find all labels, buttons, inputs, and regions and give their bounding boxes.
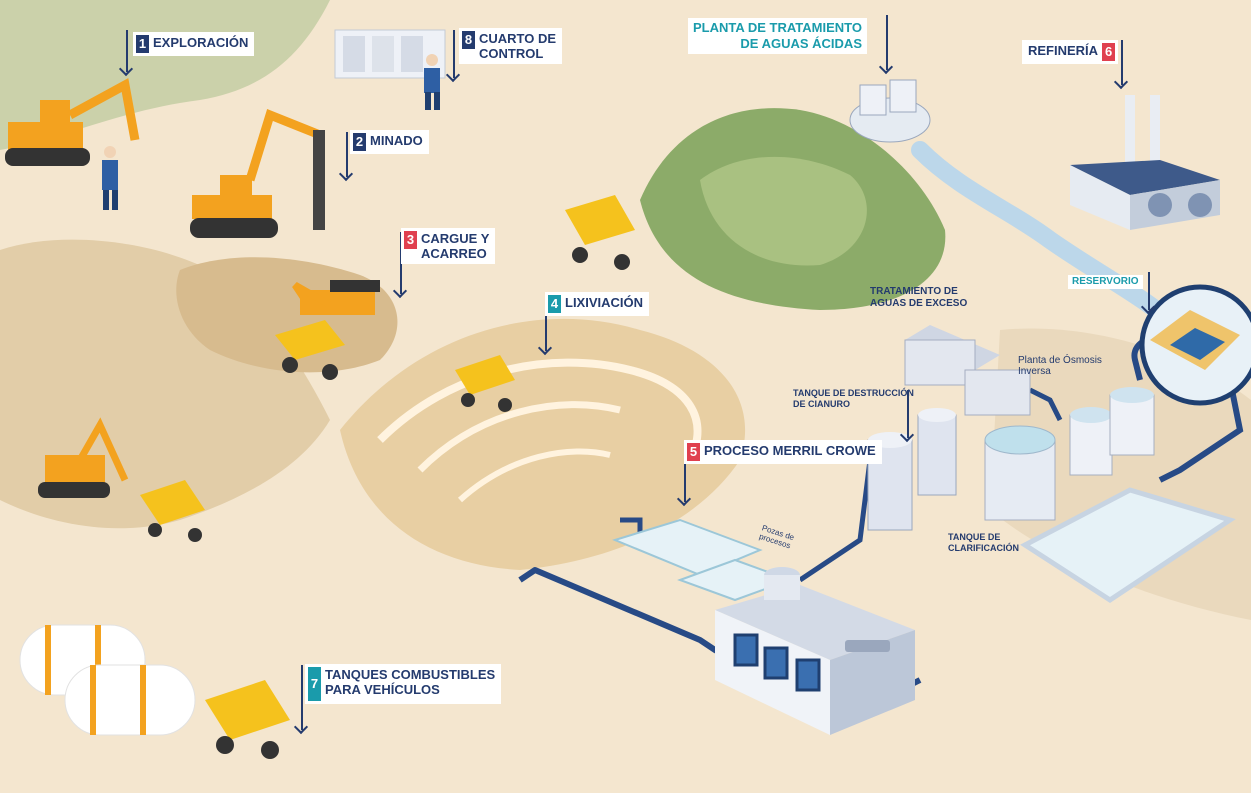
arrow-minado <box>346 132 348 177</box>
cyanide-tank-2 <box>917 414 957 496</box>
water-tank-2-top <box>1110 387 1154 403</box>
refinery-chimney-1 <box>1125 95 1135 170</box>
pipe-osmosis <box>1028 387 1063 422</box>
step-text: TANQUES COMBUSTIBLES PARA VEHÍCULOS <box>325 667 496 697</box>
step-label-refineria: 6 REFINERÍA <box>1022 40 1119 64</box>
label-acid-water-plant: PLANTA DE TRATAMIENTO DE AGUAS ÁCIDAS <box>688 18 867 54</box>
leach-pad <box>340 318 746 570</box>
excavator-exploration <box>5 78 140 166</box>
step-number: 5 <box>687 443 700 461</box>
step-number: 7 <box>308 667 321 701</box>
reservoir-water <box>1170 328 1225 360</box>
label-clarification-tank: TANQUE DE CLARIFICACIÓN <box>948 532 1019 553</box>
arrow-exploracion <box>126 30 128 72</box>
arrow-control <box>453 30 455 78</box>
control-cabinet-3 <box>401 36 423 72</box>
step-label-cargue: 3 CARGUE Y ACARREO <box>401 228 496 264</box>
step-label-lixiviacion: 4 LIXIVIACIÓN <box>545 292 650 316</box>
step-label-tanques: 7 TANQUES COMBUSTIBLES PARA VEHÍCULOS <box>305 664 502 704</box>
step-text: REFINERÍA <box>1028 43 1099 58</box>
green-hill-top <box>700 156 867 266</box>
acid-plant-tank-2 <box>889 79 917 113</box>
label-reservoir: RESERVORIO <box>1068 275 1143 289</box>
water-tank-2 <box>1109 394 1155 456</box>
drill-rig-mining <box>190 109 325 238</box>
leach-terrace-1 <box>377 358 702 462</box>
osmosis-rack-2 <box>964 369 1031 416</box>
label-excess-water: TRATAMIENTO DE AGUAS DE EXCESO <box>870 286 968 309</box>
step-label-exploracion: 1 EXPLORACIÓN <box>133 32 255 56</box>
water-tank-1 <box>1069 414 1113 476</box>
building-window-2 <box>763 646 789 680</box>
arrow-merril <box>684 442 686 502</box>
step-number: 6 <box>1102 43 1116 61</box>
step-text: EXPLORACIÓN <box>153 35 249 50</box>
control-cabinet-2 <box>372 36 394 72</box>
leach-terrace-3 <box>457 448 611 503</box>
osmosis-rack-1-body <box>904 339 976 386</box>
step-label-merril-crowe: 5 PROCESO MERRIL CROWE <box>684 440 882 464</box>
label-cyanide-tank: TANQUE DE DESTRUCCIÓN DE CIANURO <box>793 388 914 409</box>
arrow-refineria <box>1121 40 1123 85</box>
refinery-side <box>1130 180 1220 230</box>
cyanide-tank-2-top <box>918 408 956 422</box>
water-tank-1-top <box>1070 407 1112 423</box>
building-window-1 <box>733 633 759 667</box>
roof-fans <box>845 640 890 652</box>
step-label-minado: 2 MINADO <box>350 130 429 154</box>
step-number: 8 <box>462 31 475 49</box>
step-text: MINADO <box>370 133 423 148</box>
refinery-sphere-2 <box>1188 193 1212 217</box>
building-window-3 <box>795 658 821 692</box>
worker-exploration <box>102 146 118 210</box>
refinery-chimney-2 <box>1150 95 1160 170</box>
worker-control <box>424 54 440 110</box>
leach-terrace-2 <box>417 401 621 473</box>
step-text: PROCESO MERRIL CROWE <box>704 443 876 458</box>
clarification-pool <box>1020 487 1236 603</box>
clarification-tank-top <box>984 425 1056 455</box>
arrow-lixiviacion <box>545 293 547 351</box>
building-tank-body <box>764 575 800 600</box>
arrow-cyanide <box>907 390 909 438</box>
label-reverse-osmosis: Planta de Ósmosis Inversa <box>1018 355 1102 377</box>
refinery-front <box>1070 165 1130 230</box>
truck-top <box>565 195 635 270</box>
step-text: LIXIVIACIÓN <box>565 295 644 310</box>
excavator-left <box>38 417 129 498</box>
step-number: 2 <box>353 133 366 151</box>
truck-fuel <box>205 680 290 759</box>
step-number: 3 <box>404 231 417 249</box>
truck-left <box>140 480 205 542</box>
building-side <box>830 630 915 735</box>
acid-plant-tank-1 <box>859 84 887 116</box>
step-number: 1 <box>136 35 149 53</box>
arrow-acid-plant <box>886 15 888 70</box>
truck-hauling-1 <box>275 320 345 380</box>
step-text: CARGUE Y ACARREO <box>421 231 490 261</box>
process-pond-1 <box>612 518 763 577</box>
refinery-sphere-1 <box>1148 193 1172 217</box>
step-number: 4 <box>548 295 561 313</box>
step-label-control: 8 CUARTO DE CONTROL <box>459 28 563 64</box>
control-cabinet-1 <box>343 36 365 72</box>
step-text: CUARTO DE CONTROL <box>479 31 557 61</box>
arrow-reservorio <box>1148 272 1150 310</box>
truck-leach <box>455 355 515 412</box>
excavator-loading <box>292 280 380 315</box>
fuel-tank-2 <box>64 664 196 736</box>
arrow-fuel <box>301 665 303 730</box>
